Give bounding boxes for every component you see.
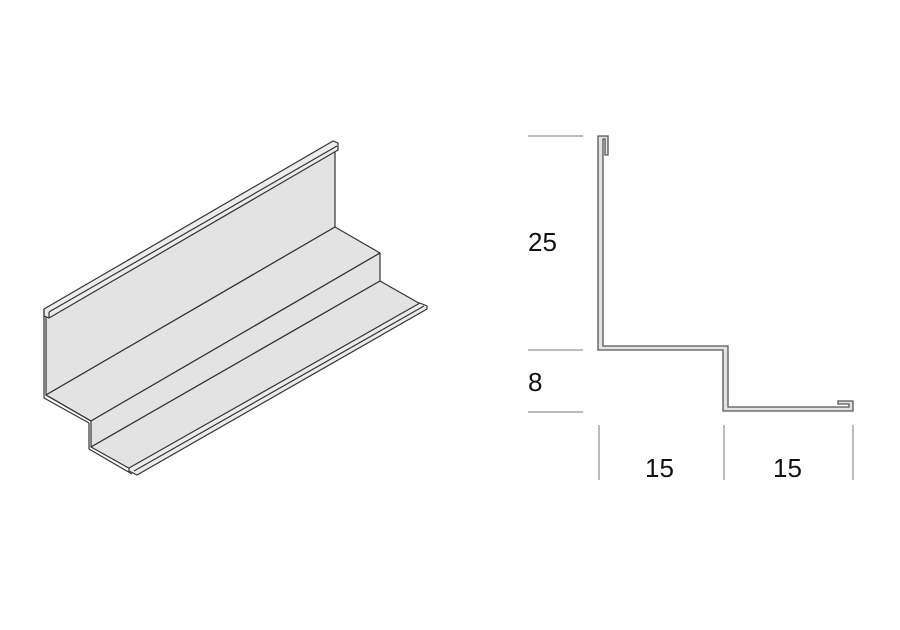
dim-label-left-width: 15 — [645, 453, 674, 483]
left-end-outline — [43, 309, 133, 475]
isometric-profile — [43, 140, 428, 476]
dimension-lines — [528, 135, 854, 480]
dim-label-step-height: 8 — [528, 367, 542, 397]
section-profile — [597, 135, 854, 412]
dim-label-upper-height: 25 — [528, 227, 557, 257]
section-outline — [597, 135, 854, 412]
dim-label-right-width: 15 — [773, 453, 802, 483]
